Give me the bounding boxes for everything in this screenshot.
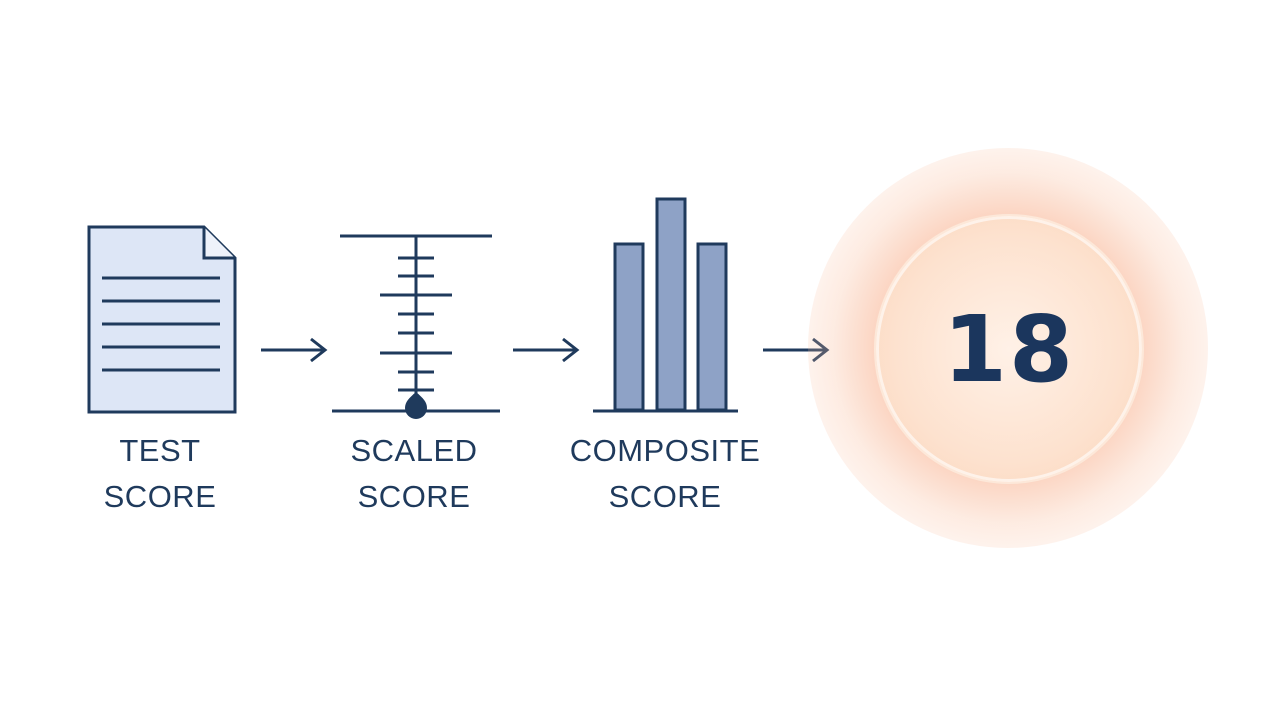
arrow-right-icon bbox=[261, 337, 328, 363]
step-label-line1: TEST bbox=[119, 433, 201, 468]
document-icon bbox=[87, 225, 237, 414]
arrow-right-icon bbox=[513, 337, 580, 363]
step-label-test-score: TEST SCORE bbox=[60, 428, 260, 520]
result-value: 18 bbox=[942, 295, 1076, 403]
step-label-line1: COMPOSITE bbox=[569, 433, 761, 468]
step-label-composite-score: COMPOSITE SCORE bbox=[545, 428, 785, 520]
step-label-line1: SCALED bbox=[350, 433, 478, 468]
step-label-line2: SCORE bbox=[103, 479, 217, 514]
bar-chart-icon bbox=[593, 197, 738, 413]
step-label-line2: SCORE bbox=[357, 479, 471, 514]
result-badge: 18 bbox=[874, 214, 1144, 484]
step-label-scaled-score: SCALED SCORE bbox=[314, 428, 514, 520]
step-label-line2: SCORE bbox=[608, 479, 722, 514]
scale-icon bbox=[332, 234, 500, 419]
